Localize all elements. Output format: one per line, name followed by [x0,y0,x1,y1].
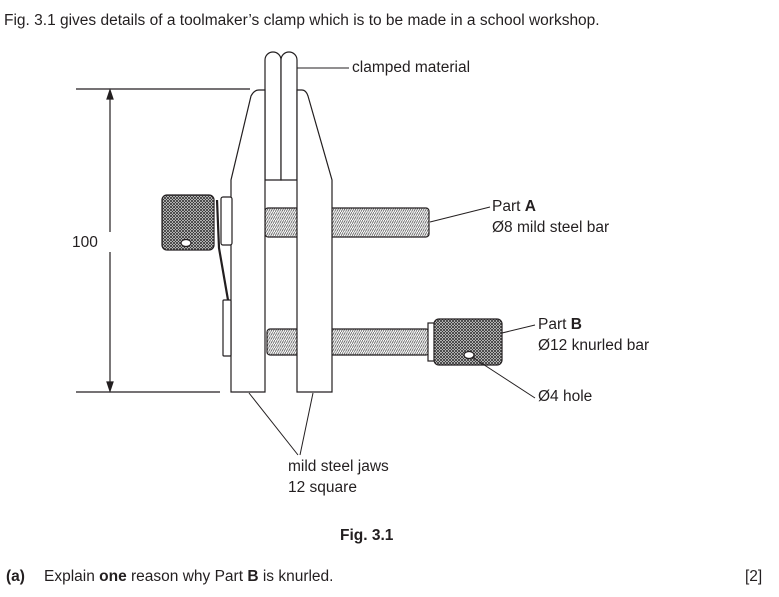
figure-caption: Fig. 3.1 [340,527,394,544]
question-text: Explain one reason why Part B is knurled… [44,568,333,586]
knurled-knob-left [161,194,215,251]
label-jaws-line2: 12 square [288,479,357,496]
hole-4mm [463,350,475,360]
right-jaw [296,89,333,393]
q-text-1: Explain [44,568,100,585]
part-b-prefix: Part [538,316,571,333]
q-text-bold: one [99,568,127,585]
question-number: (a) [6,568,25,585]
intro-text: Fig. 3.1 gives details of a toolmaker’s … [4,12,600,29]
label-part-a: Part A [492,198,536,216]
part-a-letter: A [524,198,536,215]
label-jaws-line1: mild steel jaws [288,458,389,475]
left-jaw [230,89,266,393]
label-clamped-material: clamped material [352,59,471,76]
part-a-threaded-bar [264,207,430,238]
part-b-knurled-knob [433,318,503,366]
label-dimension-100: 100 [72,234,98,251]
label-part-b: Part B [538,316,582,334]
clamped-material [264,51,298,181]
q-text-3: is knurled. [258,568,334,585]
spring-plate [222,299,232,357]
label-hole: Ø4 hole [538,388,593,405]
part-b-threaded-bar [266,328,430,356]
marks: [2] [745,568,763,585]
part-b-letter: B [570,316,582,333]
label-part-b-desc: Ø12 knurled bar [538,337,650,354]
q-text-part: B [247,568,259,585]
dimension-100 [76,88,250,393]
label-part-a-desc: Ø8 mild steel bar [492,219,610,236]
part-a-prefix: Part [492,198,525,215]
washer [220,196,233,246]
q-text-2: reason why Part [126,568,248,585]
